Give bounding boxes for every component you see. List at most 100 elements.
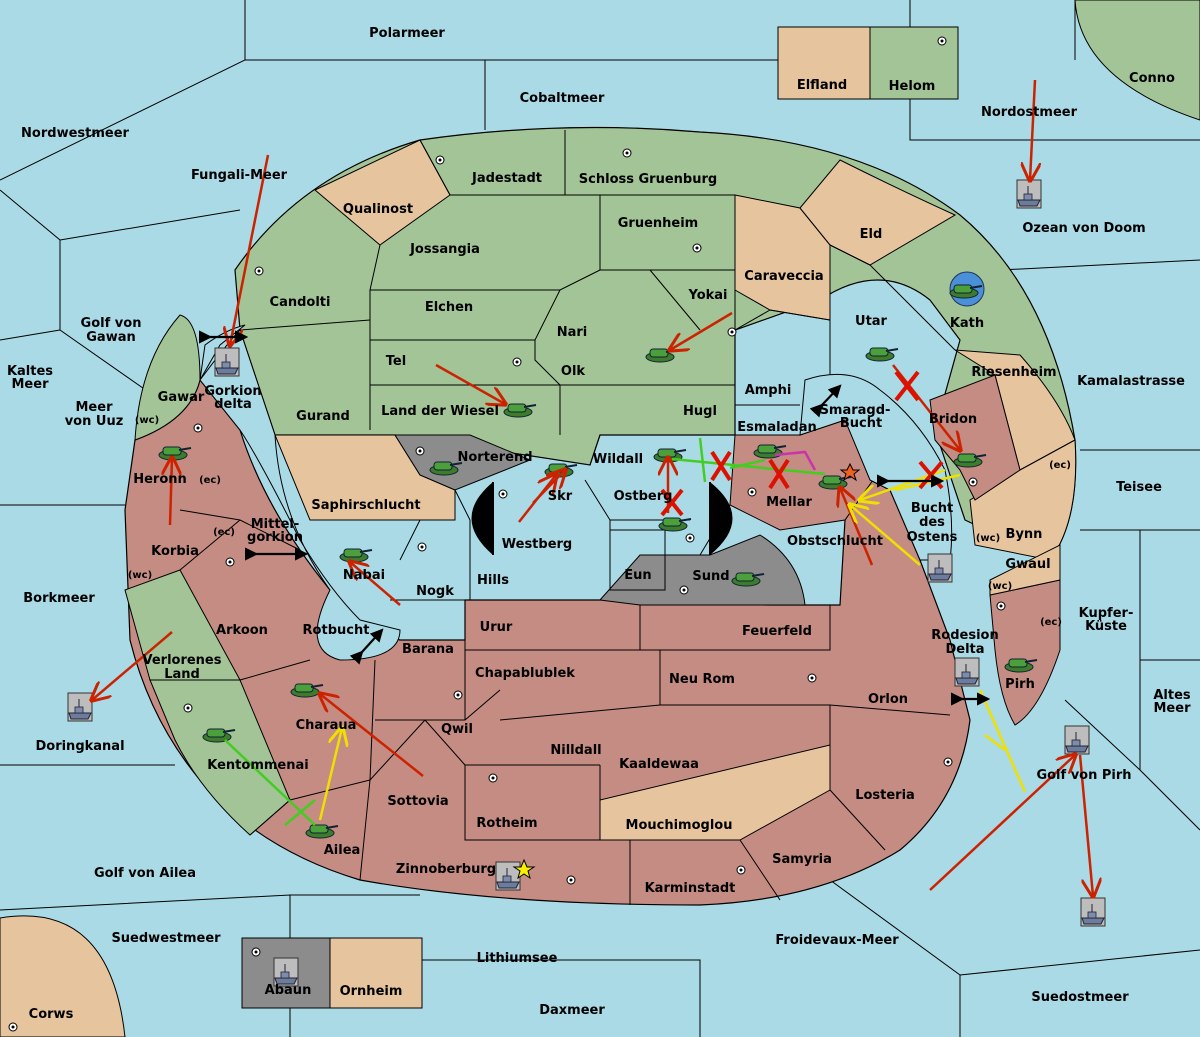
- label-losteria: Losteria: [855, 788, 915, 803]
- label-golfpirh: Golf von Pirh: [1036, 768, 1131, 783]
- label-tel: Tel: [386, 354, 406, 369]
- label-mouchi: Mouchimoglou: [626, 818, 733, 833]
- elfland-region[interactable]: [777, 26, 871, 100]
- label-golfgawan2: Gawan: [86, 330, 135, 345]
- label-qwil: Qwil: [441, 722, 473, 737]
- gwaul-region[interactable]: [989, 544, 1061, 596]
- label-samyria: Samyria: [772, 852, 832, 867]
- label-gurand: Gurand: [296, 409, 350, 424]
- label-amphi: Amphi: [745, 383, 792, 398]
- label-gawar: Gawar: [158, 390, 205, 405]
- label-sottovia: Sottovia: [387, 794, 448, 809]
- label-rodesion1: Rodesion: [931, 628, 998, 643]
- label-utar: Utar: [855, 314, 888, 329]
- star-icon: [512, 858, 536, 880]
- label-suedwestmeer: Suedwestmeer: [111, 931, 221, 946]
- coast-label: (ec): [1040, 617, 1062, 628]
- label-nari: Nari: [557, 325, 588, 340]
- adjacency-arrows: [199, 330, 991, 706]
- label-daxmeer: Daxmeer: [539, 1003, 605, 1018]
- label-doringkanal: Doringkanal: [35, 739, 124, 754]
- label-urur: Urur: [480, 620, 513, 635]
- label-ornheim: Ornheim: [340, 984, 403, 999]
- westberg-marker: [471, 482, 493, 555]
- label-esmaladan: Esmaladan: [737, 420, 817, 435]
- label-candolti: Candolti: [270, 295, 331, 310]
- sund-region[interactable]: [598, 534, 806, 606]
- label-rotheim: Rotheim: [476, 816, 537, 831]
- label-verlorenes1: Verlorenes: [142, 653, 221, 668]
- mittelgorkion-water: [199, 329, 401, 661]
- label-mittel2: gorkion: [247, 530, 303, 545]
- map-labels: Polarmeer Cobaltmeer Nordwestmeer Fungal…: [7, 26, 1191, 1022]
- label-feuerfeld: Feuerfeld: [742, 624, 812, 639]
- label-norterend: Norterend: [457, 450, 532, 465]
- coast-label: (wc): [135, 415, 159, 426]
- coast-label: (ec): [213, 527, 235, 538]
- label-hills: Hills: [477, 573, 509, 588]
- label-meeruuz1: Meer: [76, 400, 114, 415]
- label-skr: Skr: [548, 489, 573, 504]
- label-korbia: Korbia: [151, 544, 199, 559]
- label-kamalastrasse: Kamalastrasse: [1077, 374, 1185, 389]
- label-fungali: Fungali-Meer: [191, 168, 288, 183]
- label-eld: Eld: [860, 227, 883, 242]
- label-borkmeer: Borkmeer: [23, 591, 95, 606]
- fleet-icon: [273, 957, 299, 987]
- label-rotbucht: Rotbucht: [303, 623, 370, 638]
- label-nilldall: Nilldall: [550, 743, 601, 758]
- army-icon: [865, 347, 899, 362]
- label-corws: Corws: [29, 1007, 74, 1022]
- convoy-orders: [224, 437, 826, 826]
- label-altes2: Meer: [1154, 701, 1192, 716]
- burst-icon: [839, 462, 861, 482]
- fleet-icon: [1064, 725, 1090, 755]
- label-mellar: Mellar: [766, 495, 812, 510]
- fleet-icon: [1080, 897, 1106, 927]
- label-kath: Kath: [950, 316, 984, 331]
- label-suedostmeer: Suedostmeer: [1031, 990, 1129, 1005]
- conno-region[interactable]: [1074, 0, 1200, 121]
- label-smaragd2: Bucht: [840, 416, 882, 431]
- label-kupfer2: Küste: [1085, 619, 1127, 634]
- label-chapa: Chapablublek: [475, 666, 575, 681]
- label-altes1: Altes: [1153, 688, 1191, 703]
- label-schloss: Schloss Gruenburg: [579, 172, 717, 187]
- label-pirh: Pirh: [1005, 677, 1035, 692]
- label-ailea: Ailea: [324, 843, 361, 858]
- label-nogk: Nogk: [416, 584, 454, 599]
- label-yokai: Yokai: [687, 288, 727, 303]
- label-obstschlucht: Obstschlucht: [787, 534, 883, 549]
- label-meeruuz2: von Uuz: [65, 414, 124, 429]
- label-smaragd1: Smaragd-: [820, 403, 891, 418]
- label-zinnoberburg: Zinnoberburg: [396, 862, 496, 877]
- eld-region[interactable]: [799, 159, 957, 266]
- gawar-region[interactable]: [134, 314, 201, 441]
- fleet-icon: [954, 657, 980, 687]
- label-jadestadt: Jadestadt: [471, 171, 542, 186]
- label-ostberg: Ostberg: [614, 489, 673, 504]
- bridon-region[interactable]: [929, 374, 1021, 501]
- label-kentommenai: Kentommenai: [207, 758, 308, 773]
- label-teisee: Teisee: [1116, 480, 1162, 495]
- label-orlon: Orlon: [868, 692, 908, 707]
- label-golfgawan1: Golf von: [81, 316, 142, 331]
- label-olk: Olk: [561, 364, 586, 379]
- label-gorkion1: Gorkion: [204, 384, 261, 399]
- label-kaaldewaa: Kaaldewaa: [619, 757, 699, 772]
- label-riesenheim: Riesenheim: [971, 365, 1056, 380]
- label-elfland: Elfland: [797, 78, 847, 93]
- label-kaltes1: Kaltes: [7, 364, 53, 379]
- norterend-region[interactable]: [394, 434, 532, 491]
- pirh-region[interactable]: [989, 579, 1061, 726]
- label-conno: Conno: [1129, 71, 1175, 86]
- label-polarmeer: Polarmeer: [369, 26, 445, 41]
- label-heronn: Heronn: [133, 472, 187, 487]
- coast-label: (ec): [199, 475, 221, 486]
- label-karminstadt: Karminstadt: [645, 881, 736, 896]
- corws-region[interactable]: [0, 915, 126, 1037]
- ornheim-region[interactable]: [329, 937, 423, 1009]
- coast-label: (ec): [1049, 460, 1071, 471]
